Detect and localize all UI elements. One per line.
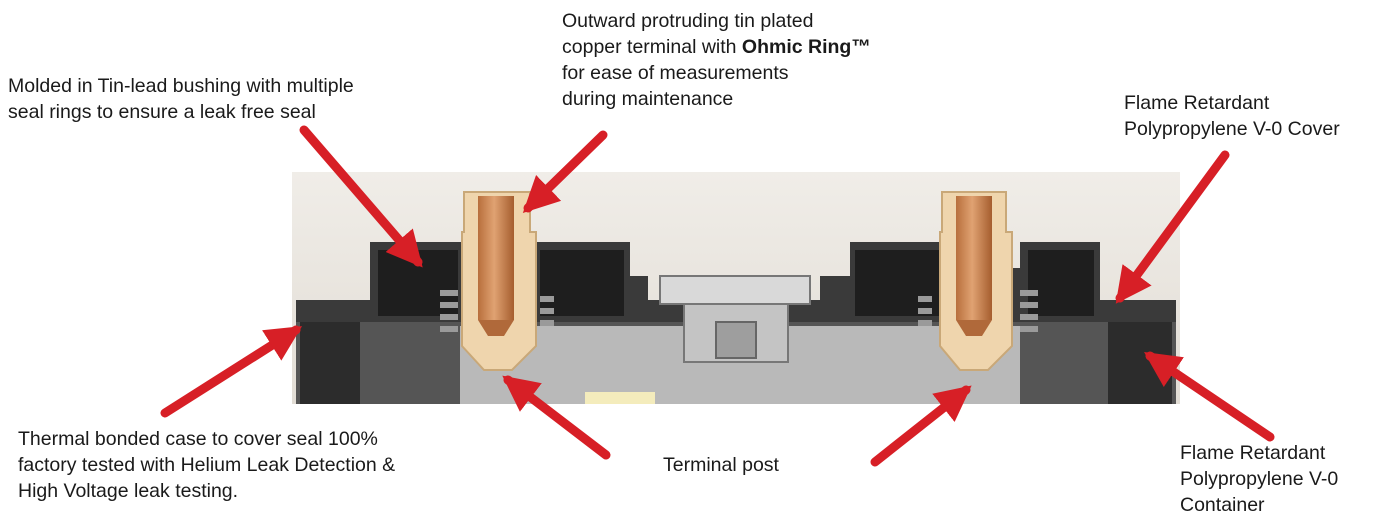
label-container-line-2: Polypropylene V-0	[1180, 468, 1339, 490]
label-thermal: Thermal bonded case to cover seal 100% f…	[18, 426, 395, 504]
arrow-container	[1144, 351, 1275, 442]
label-thermal-line-2: factory tested with Helium Leak Detectio…	[18, 454, 396, 476]
label-terminal-line-2-prefix: copper terminal with	[562, 36, 742, 58]
label-terminal-post: Terminal post	[663, 452, 779, 478]
terminal-right	[939, 191, 1013, 371]
bushing-seal-rings-right	[918, 290, 1038, 332]
label-cover-line-2: Polypropylene V-0 Cover	[1124, 118, 1340, 140]
label-container-line-1: Flame Retardant	[1180, 442, 1326, 464]
label-bushing: Molded in Tin-lead bushing with multiple…	[8, 73, 354, 125]
label-container: Flame Retardant Polypropylene V-0 Contai…	[1180, 440, 1338, 518]
arrow-post-left	[502, 375, 611, 460]
center-vent-valve	[659, 275, 811, 363]
bushing-seal-rings-left	[440, 290, 554, 332]
arrow-terminal	[522, 130, 608, 214]
arrow-post-right	[870, 385, 972, 467]
label-cover-line-1: Flame Retardant	[1124, 92, 1270, 114]
label-bushing-line-1: Molded in Tin-lead bushing with multiple	[8, 75, 354, 97]
label-terminal-line-3: for ease of measurements	[562, 62, 789, 84]
arrow-bushing	[299, 125, 423, 268]
arrow-thermal	[160, 325, 303, 418]
label-container-line-3: Container	[1180, 494, 1265, 516]
label-terminal-line-1: Outward protruding tin plated	[562, 10, 814, 32]
terminal-left	[461, 191, 537, 371]
label-cover: Flame Retardant Polypropylene V-0 Cover	[1124, 90, 1340, 142]
arrow-cover	[1115, 150, 1230, 304]
callout-arrows	[160, 125, 1275, 467]
ohmic-ring-trademark: Ohmic Ring™	[741, 36, 871, 58]
label-thermal-line-1: Thermal bonded case to cover seal 100%	[18, 428, 378, 450]
label-terminal-line-2: copper terminal with Ohmic Ring™	[562, 34, 871, 60]
label-terminal-line-4: during maintenance	[562, 88, 734, 110]
label-terminal-post-text: Terminal post	[663, 454, 779, 476]
label-bushing-line-2: seal rings to ensure a leak free seal	[8, 101, 316, 123]
label-terminal: Outward protruding tin plated copper ter…	[562, 8, 871, 112]
label-thermal-line-3: High Voltage leak testing.	[18, 480, 239, 502]
